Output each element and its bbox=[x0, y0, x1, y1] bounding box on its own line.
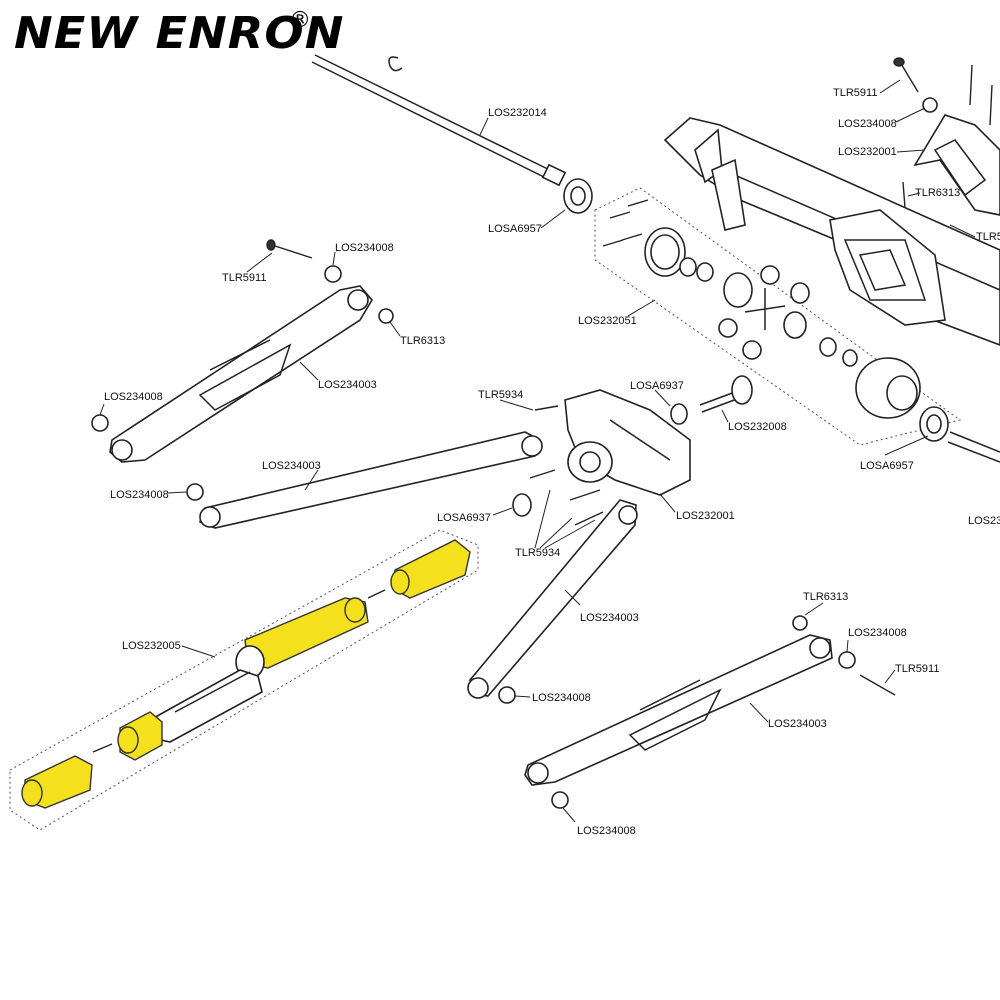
differential-screws bbox=[602, 199, 649, 247]
bushing-link-left-bottom bbox=[91, 414, 109, 432]
label-los234008-top: LOS234008 bbox=[838, 118, 897, 130]
label-los232051: LOS232051 bbox=[578, 315, 637, 327]
label-tlr5-cut: TLR5 bbox=[976, 231, 1000, 243]
label-los234008-right-top: LOS234008 bbox=[848, 627, 907, 639]
screw-link-right bbox=[859, 674, 896, 696]
label-losa6957-right: LOSA6957 bbox=[860, 460, 914, 472]
label-los232005: LOS232005 bbox=[122, 640, 181, 652]
lower-link-right bbox=[524, 634, 833, 786]
pinion-gear bbox=[699, 375, 753, 413]
axle-stub-right bbox=[947, 431, 1000, 463]
label-los232008: LOS232008 bbox=[728, 421, 787, 433]
bushing-lower-link bbox=[498, 686, 516, 704]
bearing-right bbox=[919, 406, 949, 442]
upper-link-mount bbox=[913, 97, 1000, 216]
screw-top-right-2 bbox=[969, 64, 993, 126]
bushing-link-right-bottom bbox=[551, 791, 569, 809]
brand-logo: NEW ENRON ® bbox=[14, 8, 343, 59]
axle-housing bbox=[663, 117, 1000, 346]
brand-name: NEW ENRON bbox=[14, 8, 345, 59]
label-los232001-top: LOS232001 bbox=[838, 146, 897, 158]
label-los234008-right-bottom: LOS234008 bbox=[577, 825, 636, 837]
nut-link-left bbox=[378, 308, 394, 324]
label-tlr5911-right: TLR5911 bbox=[895, 663, 939, 675]
label-los234008-left-top: LOS234008 bbox=[335, 242, 394, 254]
label-los234003-right: LOS234003 bbox=[768, 718, 827, 730]
driveshaft-splined-end bbox=[117, 711, 163, 761]
label-tlr6313-top: TLR6313 bbox=[915, 187, 960, 199]
center-truss-mount bbox=[564, 389, 691, 496]
leader-lines bbox=[99, 79, 976, 823]
label-tlr5911-top: TLR5911 bbox=[833, 87, 877, 99]
label-los234003-lower: LOS234003 bbox=[580, 612, 639, 624]
differential-group-outline bbox=[594, 187, 962, 446]
registered-mark: ® bbox=[289, 8, 311, 33]
driveshaft-pin-front bbox=[367, 589, 386, 599]
label-tlr6313-left: TLR6313 bbox=[400, 335, 445, 347]
label-tlr6313-right: TLR6313 bbox=[803, 591, 848, 603]
nut-link-right bbox=[792, 615, 808, 631]
bearing-truss-top bbox=[670, 403, 688, 425]
label-los234003-left: LOS234003 bbox=[318, 379, 377, 391]
label-losa6957-top: LOSA6957 bbox=[488, 223, 542, 235]
differential-parts bbox=[644, 227, 921, 419]
driveshaft-outer-tube bbox=[244, 597, 369, 669]
label-losa6937-bottom: LOSA6937 bbox=[437, 512, 491, 524]
label-tlr5911-left: TLR5911 bbox=[222, 272, 266, 284]
screw-link-left bbox=[266, 239, 313, 259]
nut-top-right bbox=[902, 181, 906, 209]
axle-shaft bbox=[311, 54, 567, 187]
bushing-link-right-top bbox=[838, 651, 856, 669]
label-tlr5934-top: TLR5934 bbox=[478, 389, 523, 401]
driveshaft-pin-rear bbox=[92, 743, 113, 753]
label-los234003-upper: LOS234003 bbox=[262, 460, 321, 472]
screws-truss bbox=[529, 405, 604, 526]
label-los234008-upper: LOS234008 bbox=[110, 489, 169, 501]
bushing-link-left-top bbox=[324, 265, 342, 283]
label-los23-cut: LOS23 bbox=[968, 515, 1000, 527]
label-tlr5934-bottom: TLR5934 bbox=[515, 547, 560, 559]
screw-top-right-1 bbox=[893, 57, 919, 93]
bearing-top bbox=[563, 178, 593, 214]
lower-link-left bbox=[109, 285, 373, 463]
bushing-upper-link bbox=[186, 483, 204, 501]
driveshaft-yoke-front bbox=[390, 539, 471, 599]
part-labels: LOS232014 TLR5911 LOS234008 LOS232001 TL… bbox=[104, 87, 1000, 837]
label-los232001-center: LOS232001 bbox=[676, 510, 735, 522]
label-los234008-lower: LOS234008 bbox=[532, 692, 591, 704]
lower-link-straight bbox=[467, 499, 638, 699]
label-losa6937-top: LOSA6937 bbox=[630, 380, 684, 392]
upper-link-straight bbox=[198, 431, 543, 529]
label-los234008-left-bottom: LOS234008 bbox=[104, 391, 163, 403]
label-los232014: LOS232014 bbox=[488, 107, 547, 119]
bearing-truss-bottom bbox=[512, 493, 532, 517]
driveshaft-yoke-rear bbox=[21, 755, 93, 809]
